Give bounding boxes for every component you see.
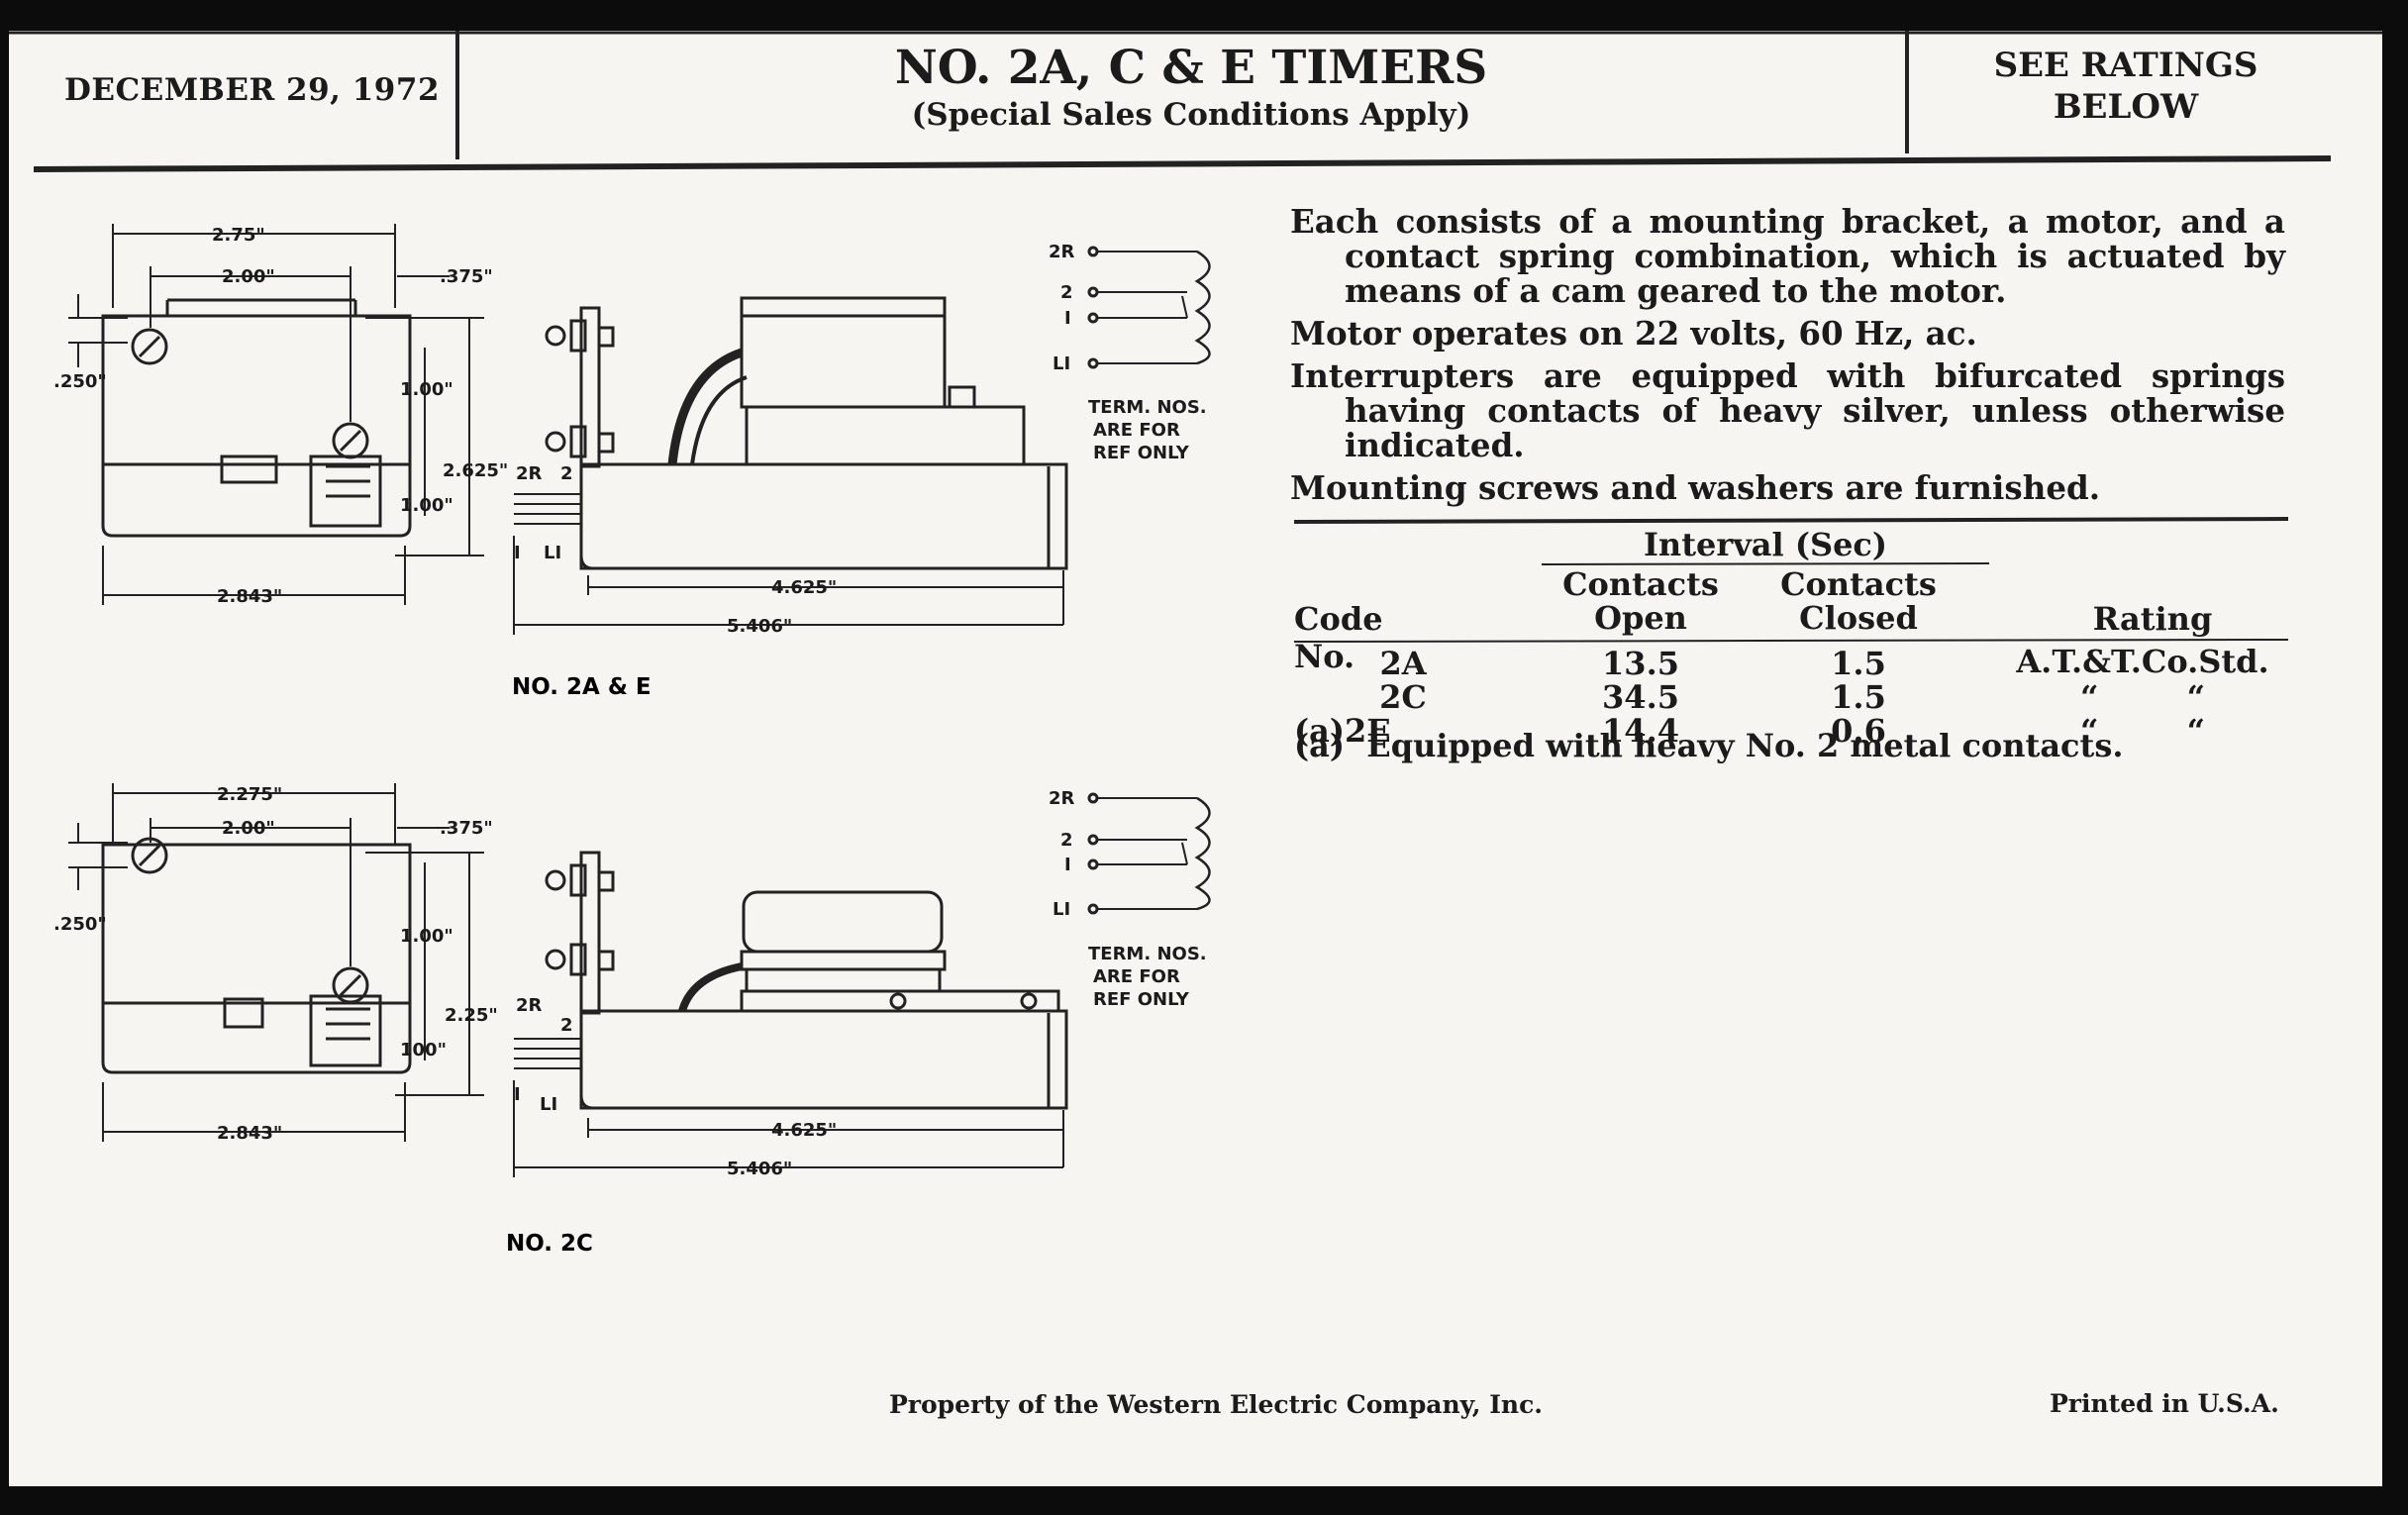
row-2-code: 2C [1379,678,1427,716]
catalog-sheet: DECEMBER 29, 1972 NO. 2A, C & E TIMERS (… [9,31,2382,1486]
motor-housing [742,890,944,954]
lead-2r: 2R [516,995,543,1016]
lead-1: I [514,1084,521,1105]
description-p4: Mounting screws and washers are furnishe… [1290,468,2101,507]
lead-1: I [514,543,521,563]
col-open-line1: Contacts [1562,565,1719,603]
col-closed-line2: Closed [1799,599,1918,637]
dim-base: 2.843" [217,586,282,607]
term-2r: 2R [1049,242,1075,262]
term-note-1: TERM. NOS. [1088,397,1207,418]
term-note-2: ARE FOR [1093,966,1180,987]
front-base [101,464,412,538]
page-subtitle: (Special Sales Conditions Apply) [911,97,1471,133]
dim-v1: 1.00" [400,926,453,947]
lead-2: 2 [560,1015,573,1036]
dim-height: 2.25" [445,1005,498,1026]
row-3-open: 14.4 [1602,712,1679,750]
row-2-rating: “ “ [2080,678,2205,716]
term-2: 2 [1060,282,1073,303]
screw-head-lower [332,422,369,459]
dim-left-gap: .250" [53,914,107,935]
dim-base: 2.843" [217,1123,282,1144]
dim-height: 2.625" [443,460,508,481]
term-2: 2 [1060,830,1073,851]
dim-width-top: 2.75" [212,225,265,246]
row-3-rating: “ “ [2080,712,2205,750]
description-p3: Interrupters are equipped with bifurcate… [1290,356,2285,464]
lead-2r: 2R [516,463,543,484]
description: Each consists of a mounting bracket, a m… [1290,204,2285,513]
col-open-header: Contacts Open [1542,567,1740,635]
dim-width-top: 2.275" [217,784,282,805]
col-rating-header: Rating [2092,600,2213,638]
term-1: I [1064,308,1071,329]
dim-left-gap: .250" [53,371,107,392]
screw-head-upper [131,328,168,365]
row-1-code: 2A [1379,645,1427,682]
dim-v2: 1.00" [400,495,453,516]
col-open-line2: Open [1594,599,1687,637]
interval-header: Interval (Sec) [1643,526,1888,563]
row-1-closed: 1.5 [1831,645,1886,682]
ratings-note: SEE RATINGS BELOW [1918,45,2334,128]
front-body [101,314,412,466]
dim-side1: 4.625" [771,577,837,598]
row-3-closed: 0.6 [1831,712,1886,750]
footer-property: Property of the Western Electric Company… [889,1390,1544,1419]
term-l1: LI [1053,354,1070,374]
term-note-2: ARE FOR [1093,420,1180,441]
screw-head-lower [332,966,369,1004]
lead-l1: LI [540,1094,557,1115]
drawing-2a-e: 2.75" 2.00" .375" .250" 1.00" 1.00" 2.62… [53,224,1211,700]
col-code-header: Code No. [1294,600,1383,675]
col-closed-line1: Contacts [1780,565,1937,603]
lead-2: 2 [560,463,573,484]
term-l1: LI [1053,899,1070,920]
side-base [579,1009,1068,1110]
front-body [101,843,412,1005]
term-2r: 2R [1049,788,1075,809]
dim-inner: 2.00" [222,818,275,839]
term-note-1: TERM. NOS. [1088,944,1207,964]
dim-offset: .375" [440,818,493,839]
ratings-line-2: BELOW [2053,87,2199,127]
ratings-line-1: SEE RATINGS [1993,46,2258,85]
dim-v1: 1.00" [400,379,453,400]
description-p1: Each consists of a mounting bracket, a m… [1290,202,2285,310]
caption-2a-e: NO. 2A & E [512,674,652,700]
row-1-rating: A.T.&T.Co.Std. [2016,643,2269,680]
header-rules [9,31,2382,172]
page-title: NO. 2A, C & E TIMERS [894,41,1488,95]
ratings-table: Interval (Sec) Code No. Contacts Open Co… [1294,486,2288,750]
table-rules [1294,517,2288,643]
dim-side2: 5.406" [727,616,792,637]
dim-side1: 4.625" [771,1120,837,1141]
term-note-3: REF ONLY [1093,443,1190,463]
dim-side2: 5.406" [727,1159,792,1179]
table-footnote: (a) Equipped with heavy No. 2 metal cont… [1294,727,2124,764]
description-p2: Motor operates on 22 volts, 60 Hz, ac. [1290,314,1977,353]
row-2-closed: 1.5 [1831,678,1886,716]
term-note-3: REF ONLY [1093,989,1190,1010]
row-3-code: (a)2E [1294,712,1391,750]
row-2-open: 34.5 [1602,678,1679,716]
row-1-open: 13.5 [1602,645,1679,682]
side-base [579,462,1068,570]
dim-offset: .375" [440,266,493,287]
drawing-2c: 2.275" 2.00" .375" .250" 1.00" 100" 2.25… [53,783,1211,1257]
caption-2c: NO. 2C [506,1231,593,1257]
term-1: I [1064,855,1071,875]
lead-l1: LI [544,543,561,563]
dim-v2: 100" [400,1040,447,1060]
col-closed-header: Contacts Closed [1759,567,1957,635]
header-date: DECEMBER 29, 1972 [64,72,441,108]
dim-inner: 2.00" [222,266,275,287]
footer-printed: Printed in U.S.A. [2050,1389,2279,1418]
